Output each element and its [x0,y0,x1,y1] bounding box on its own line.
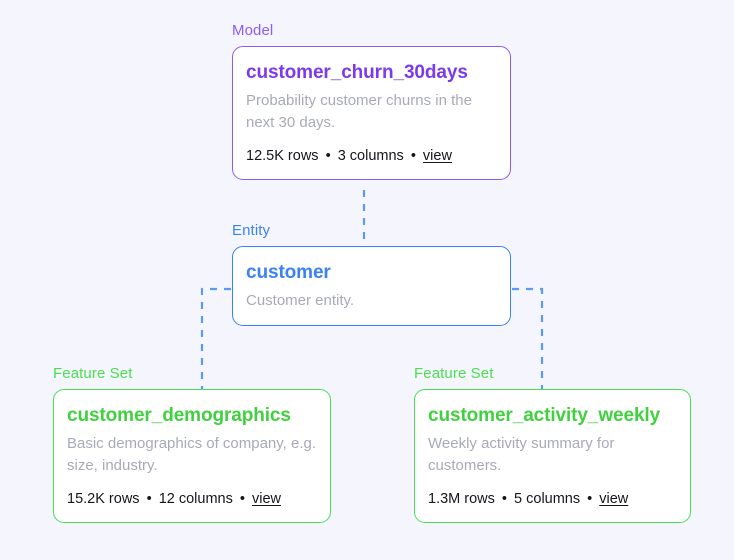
feature-set-right-card-description: Weekly activity summary for customers. [428,435,615,474]
edge-entity-to-customer-activity-weekly [512,287,544,392]
feature-set-left-card-stats: 15.2K rows • 12 columns • view [67,490,317,509]
feature-set-left-card[interactable]: customer_demographics Basic demographics… [53,389,331,523]
feature-set-left-column-count: 12 columns [158,491,233,507]
model-card-description: Probability customer churns in the next … [246,92,472,131]
model-row-count: 12.5K rows [246,148,319,164]
feature-set-left-view-link[interactable]: view [251,491,281,507]
model-column-count: 3 columns [337,148,404,164]
feature-set-left-row-count: 15.2K rows [67,491,140,507]
feature-set-right-view-link[interactable]: view [599,491,629,507]
stats-separator-icon: • [146,491,152,507]
stats-separator-icon: • [410,148,416,164]
node-type-label-entity: Entity [232,222,271,239]
model-card-title: customer_churn_30days [246,62,468,83]
entity-card-title: customer [246,262,331,283]
feature-set-left-card-description: Basic demographics of company, e.g. size… [67,435,317,474]
model-card-stats: 12.5K rows • 3 columns • view [246,147,497,166]
feature-set-left-card-title: customer_demographics [67,405,291,426]
feature-set-right-card[interactable]: customer_activity_weekly Weekly activity… [414,389,691,523]
model-card[interactable]: customer_churn_30days Probability custom… [232,46,511,180]
feature-set-right-row-count: 1.3M rows [428,491,495,507]
node-type-label-model: Model [232,22,274,39]
entity-card-description: Customer entity. [246,292,355,309]
feature-set-right-card-title: customer_activity_weekly [428,405,661,426]
feature-set-right-column-count: 5 columns [514,491,581,507]
node-feature-set-customer-demographics[interactable]: Feature Set customer_demographics Basic … [53,365,331,523]
node-entity[interactable]: Entity customer Customer entity. [232,222,511,326]
stats-separator-icon: • [587,491,593,507]
node-type-label-feature-set: Feature Set [53,365,133,382]
node-type-label-feature-set: Feature Set [414,365,494,382]
stats-separator-icon: • [239,491,245,507]
edge-entity-to-customer-demographics [200,287,231,392]
node-feature-set-customer-activity-weekly[interactable]: Feature Set customer_activity_weekly Wee… [414,365,691,523]
node-model[interactable]: Model customer_churn_30days Probability … [232,22,511,180]
model-view-link[interactable]: view [422,148,452,164]
stats-separator-icon: • [501,491,507,507]
stats-separator-icon: • [325,148,331,164]
entity-card[interactable]: customer Customer entity. [232,246,511,326]
feature-set-right-card-stats: 1.3M rows • 5 columns • view [428,490,677,509]
